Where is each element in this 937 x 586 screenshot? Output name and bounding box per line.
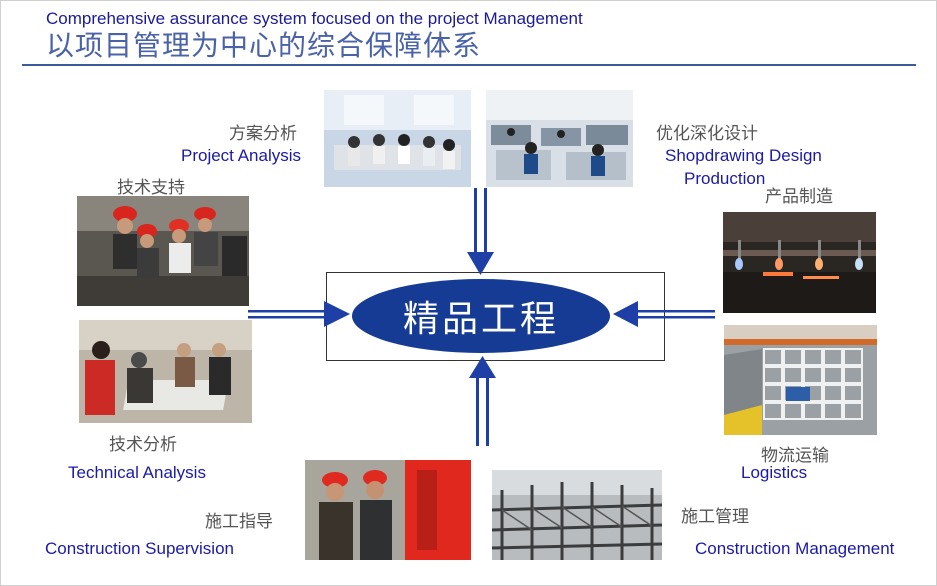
title-english: Comprehensive assurance system focused o… (46, 9, 583, 28)
label-shopdrawing-en-line1: Shopdrawing Design (665, 146, 822, 165)
label-manufacturing-cn: 产品制造 (765, 187, 833, 207)
label-tech-support-cn: 技术支持 (117, 178, 185, 198)
label-logistics-cn: 物流运输 (761, 446, 829, 466)
core-ellipse: 精品工程 (352, 279, 610, 353)
label-shopdrawing-cn: 优化深化设计 (656, 124, 758, 144)
label-management-en: Construction Management (695, 539, 895, 558)
arrow-up-icon (469, 356, 496, 446)
label-tech-analysis-en: Technical Analysis (68, 463, 206, 482)
label-tech-analysis-cn: 技术分析 (109, 435, 177, 455)
label-supervision-cn: 施工指导 (205, 512, 273, 532)
arrow-right-icon (248, 301, 350, 327)
label-supervision-en: Construction Supervision (45, 539, 234, 558)
steel-tubes-stack-photo (724, 325, 877, 435)
title-divider (22, 64, 916, 66)
label-project-analysis-en: Project Analysis (181, 146, 301, 165)
label-logistics-en: Logistics (741, 463, 808, 482)
steel-structure-site-photo (492, 470, 662, 560)
arrow-down-icon (467, 188, 494, 275)
workers-helmets-photo (77, 196, 249, 306)
label-project-analysis-cn: 方案分析 (229, 124, 297, 144)
office-workstations-photo (486, 90, 633, 187)
label-shopdrawing-en-line2: Production (684, 169, 766, 188)
plasma-cutting-photo (723, 212, 876, 313)
label-management-cn: 施工管理 (681, 507, 749, 527)
arrow-left-icon (613, 301, 715, 327)
title-chinese: 以项目管理为中心的综合保障体系 (46, 29, 482, 62)
site-supervision-photo (305, 460, 471, 560)
meeting-room-photo (324, 90, 471, 187)
drawing-review-photo (79, 320, 252, 423)
